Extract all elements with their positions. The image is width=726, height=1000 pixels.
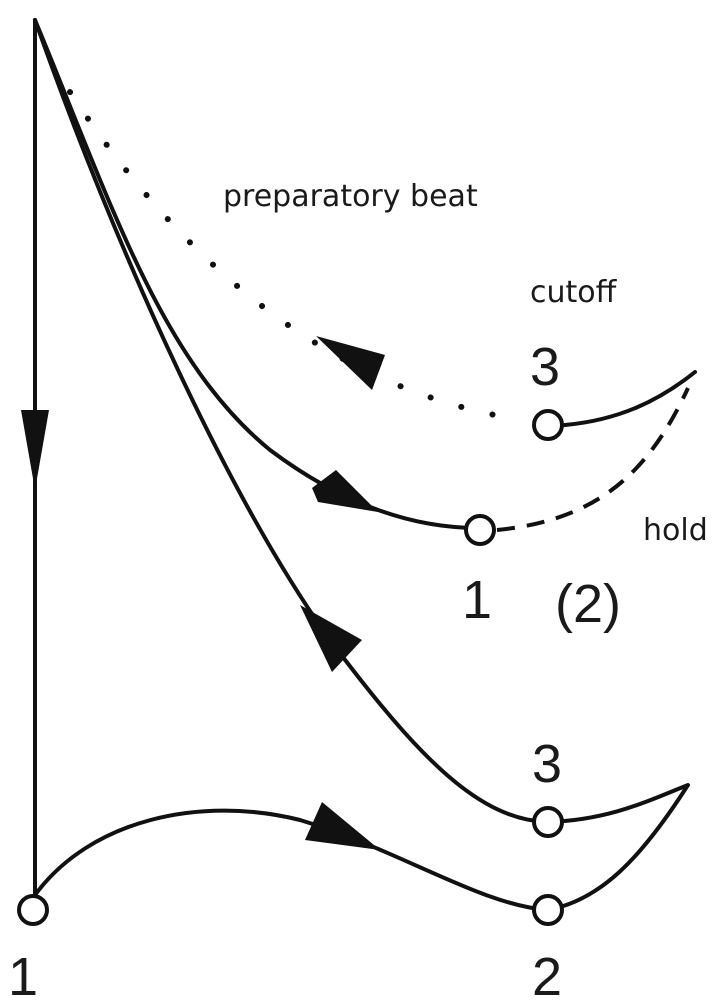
preparatory-beat-arrow — [316, 336, 385, 390]
beat-1-bottom-node — [17, 894, 49, 926]
rebound-path-to-beat-3 — [33, 18, 550, 824]
hook-beat-2-to-3 — [546, 783, 690, 912]
downbeat-arrow — [21, 410, 49, 490]
beat-2-bottom-node — [532, 894, 564, 926]
beat-2-bottom-label: 2 — [532, 947, 562, 1000]
beat-1-to-2-arrow — [305, 802, 380, 850]
beat-1-upper-node — [464, 514, 496, 546]
upper-path-arrow — [312, 470, 378, 512]
beat-3-upper-node — [532, 409, 564, 441]
cutoff-path — [563, 370, 697, 427]
beat-3-upper-label: 3 — [530, 337, 560, 397]
preparatory-beat-label: preparatory beat — [223, 179, 478, 214]
path-beat-1-to-2 — [33, 808, 550, 912]
beat-3-middle-label: 3 — [532, 734, 562, 794]
hold-path — [496, 387, 690, 532]
rebound-arrow — [300, 605, 362, 672]
path-to-upper-beat-1 — [33, 18, 480, 530]
preparatory-beat-path — [67, 89, 513, 421]
hold-label: hold — [643, 513, 708, 548]
beat-1-bottom-label: 1 — [8, 947, 38, 1000]
cutoff-label: cutoff — [530, 275, 618, 310]
beat-1-upper-label: 1 — [462, 570, 492, 630]
beat-3-middle-node — [532, 806, 564, 838]
beat-2-held-label: (2) — [555, 574, 621, 634]
